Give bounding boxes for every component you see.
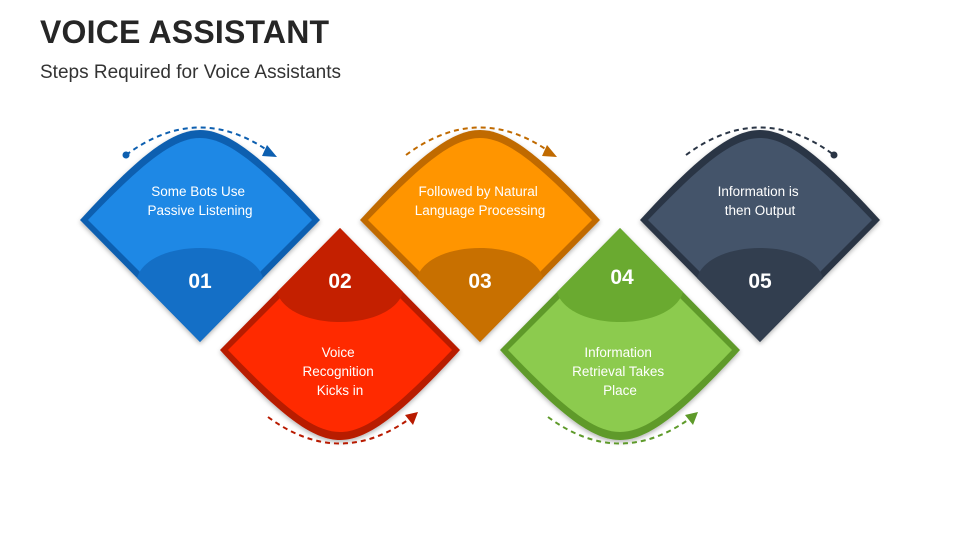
step-3: Followed by Natural Language Processing … <box>360 126 600 342</box>
step-5: Information is then Output 05 <box>640 126 880 342</box>
step-2-text-line-3: Kicks in <box>317 383 364 398</box>
step-4-number-bg <box>557 228 683 322</box>
step-4: 04 Information Retrieval Takes Place <box>500 228 740 445</box>
step-2-inner-shape <box>228 238 452 432</box>
step-2-number-bg <box>277 228 403 322</box>
step-3-inner-shape <box>368 138 592 332</box>
step-3-text-line-1: Followed by Natural <box>418 184 537 199</box>
step-5-text-line-2: then Output <box>725 203 796 218</box>
step-5-number: 05 <box>748 270 772 293</box>
step-2-text-line-1: Voice <box>322 345 355 360</box>
step-1-number-bg <box>137 248 263 342</box>
step-4-arrow-head <box>685 412 698 425</box>
step-4-text: Information Retrieval Takes Place <box>572 345 668 398</box>
step-4-text-line-1: Information <box>584 345 652 360</box>
step-1-inner-shape <box>88 138 312 332</box>
step-4-text-line-2: Retrieval Takes <box>572 364 664 379</box>
step-1-text-line-1: Some Bots Use <box>151 184 245 199</box>
step-5-inner-shape <box>648 138 872 332</box>
step-1-arrow-head <box>262 145 277 157</box>
step-3-text: Followed by Natural Language Processing <box>415 184 546 218</box>
step-5-text-line-1: Information is <box>718 184 799 199</box>
step-1-text: Some Bots Use Passive Listening <box>147 184 252 218</box>
step-3-number-bg <box>417 248 543 342</box>
step-2-text: Voice Recognition Kicks in <box>302 345 377 398</box>
step-2-number: 02 <box>328 270 351 293</box>
step-5-arrow-dot <box>830 151 838 159</box>
step-2-arrow-head <box>405 412 418 425</box>
step-4-inner-shape <box>508 238 732 432</box>
step-1-number: 01 <box>188 270 212 293</box>
step-2-arrow <box>267 416 413 445</box>
step-3-arrow-head <box>542 145 557 157</box>
step-1-arrow <box>125 126 275 156</box>
step-3-text-line-2: Language Processing <box>415 203 546 218</box>
step-3-arrow <box>405 126 555 156</box>
step-1-text-line-2: Passive Listening <box>147 203 252 218</box>
step-2: 02 Voice Recognition Kicks in <box>220 228 460 445</box>
step-1: Some Bots Use Passive Listening 01 <box>80 126 320 342</box>
step-5-text: Information is then Output <box>718 184 803 218</box>
step-1-arrow-dot <box>122 151 130 159</box>
step-5-number-bg <box>697 248 823 342</box>
step-4-text-line-3: Place <box>603 383 637 398</box>
step-5-arrow <box>685 126 835 156</box>
page-title: VOICE ASSISTANT <box>40 14 330 50</box>
step-2-text-line-2: Recognition <box>302 364 373 379</box>
step-4-number: 04 <box>610 266 634 289</box>
page-subtitle: Steps Required for Voice Assistants <box>40 62 341 83</box>
step-4-arrow <box>547 416 693 445</box>
step-3-number: 03 <box>468 270 491 293</box>
